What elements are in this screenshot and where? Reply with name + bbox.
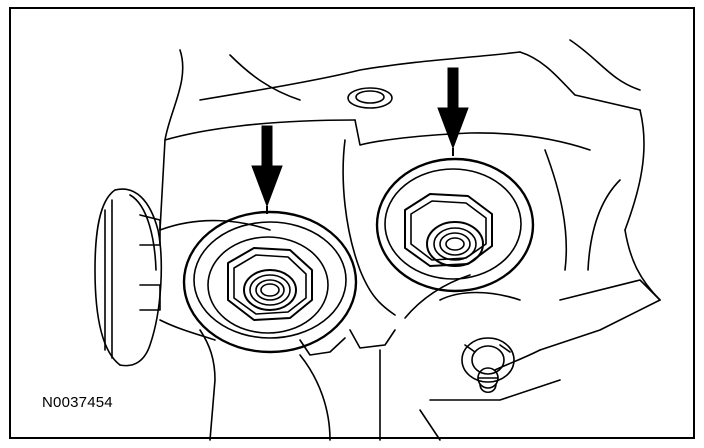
figure-frame: [10, 8, 694, 438]
left-bolt-assembly: [184, 212, 356, 352]
right-bolt-assembly: [377, 159, 533, 291]
lower-linkage: [200, 275, 660, 440]
arrow-left-bolt: [252, 126, 282, 214]
figure-code: N0037454: [42, 394, 113, 411]
hub-flange: [95, 189, 270, 366]
housing-outline: [160, 40, 660, 315]
arrow-right-bolt: [438, 68, 468, 156]
